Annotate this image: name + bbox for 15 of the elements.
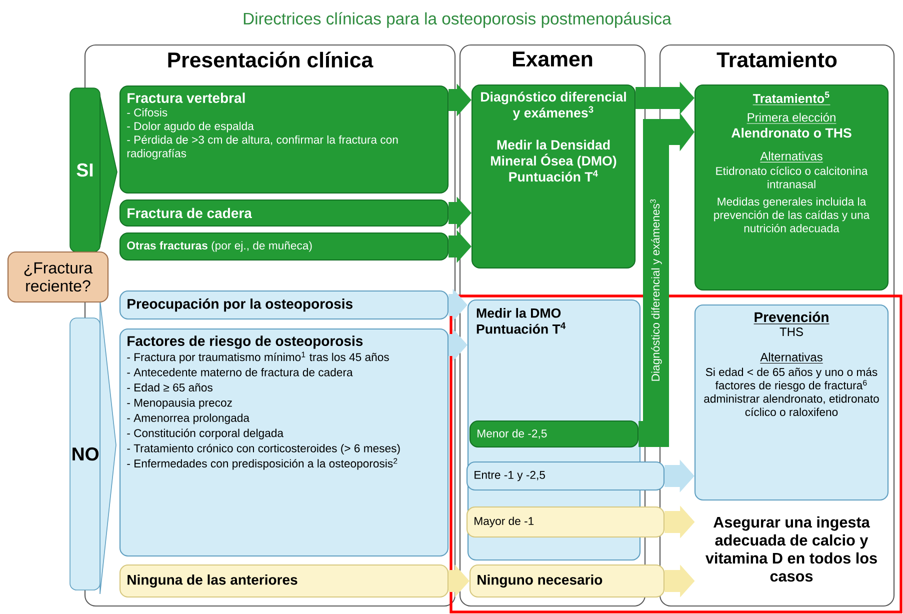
title: Directrices clínicas para la osteoporosis postmenopáusica	[244, 12, 672, 28]
result-box: Entre -1 y -2,5	[466, 461, 665, 491]
note-text: Asegurar una ingesta adecuada de calcio y vitamina D en todos los casos	[706, 516, 877, 582]
finding-box: Preocupación por la osteoporosis	[119, 290, 449, 320]
result-box: Ninguno necesario	[469, 564, 665, 598]
finding-box: Ninguna de las anteriores	[119, 564, 449, 598]
yes-band: SI	[70, 88, 118, 252]
result-box: Mayor de -1	[466, 506, 665, 538]
prevention-box: Prevención THS Alternativas Si edad < de 65 años y uno o más factores de riesgo de fractura$^{6}$ administrar alendronato, etidronato cíclico o raloxifeno	[694, 304, 889, 501]
question-box: ¿Fractura reciente?	[7, 251, 109, 303]
result-box: Menor de -2,5	[469, 420, 639, 448]
exam-box: Diagnóstico diferencial y exámenes$^{3}$ Medir la Densidad Mineral Ósea (DMO) Puntuación T$^{4}$	[471, 84, 636, 269]
no-band: NO	[70, 300, 116, 594]
treatment-box: Tratamiento$^{5}$ Primera elección Alendronato o THS Alternativas Etidronato cíclico o calcitonina intranasal Medidas generales incluida la prevención de las caídas y una nutrición adecuada	[694, 84, 889, 291]
risk-factor-box: Factores de riesgo de osteoporosis - Fractura por traumatismo mínimo$^{1}$ tras los 45 años - Antecedente materno de fractura de cadera - Edad ≥ 65 años - Menopausia precoz - Amenorrea prolongada - Constitución corporal delgada - Tratamiento crónico con corticosteroides (> 6 meses) - Enfermedades con predisposición a la osteoporosis$^{2}$	[119, 328, 449, 557]
